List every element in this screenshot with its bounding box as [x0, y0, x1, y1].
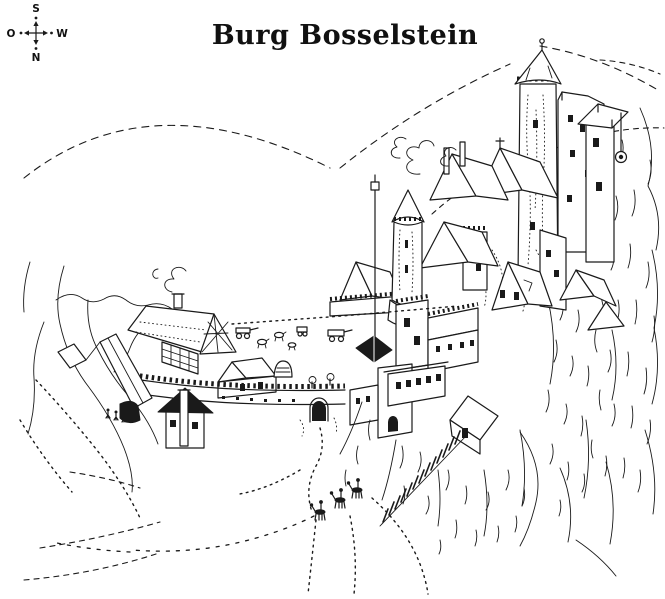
chimney-smoke: [390, 136, 457, 175]
bailey-doorway: [119, 400, 141, 424]
outer-bailey: [57, 333, 153, 424]
wall-shrubs: [308, 373, 335, 389]
castle-rock-spur: [339, 401, 526, 555]
left-valley-terrain: [19, 261, 159, 519]
mid-tower: [395, 299, 429, 371]
foreground-contours: [23, 429, 656, 581]
compass-east-label: O: [7, 28, 16, 40]
compass-rose: S N O W: [7, 3, 69, 64]
rampart-wall: [127, 371, 346, 437]
compass-west-label: W: [56, 28, 68, 40]
carts-and-animals: [235, 326, 353, 378]
haystack: [273, 360, 293, 378]
half-timbered-stable: [127, 266, 237, 375]
small-figures: [105, 408, 127, 423]
lower-ward: [349, 174, 499, 455]
courtyard: [127, 266, 459, 399]
compass-north-label: N: [32, 52, 41, 64]
front-gabled-house: [491, 261, 553, 311]
compass-south-label: S: [32, 3, 40, 15]
window-band-building: [383, 361, 449, 407]
trails: [51, 427, 429, 595]
west-range-roofs: [329, 261, 403, 317]
castle-roof-cluster: [329, 136, 625, 331]
rock-slope-texture: [477, 249, 545, 315]
stable-smoke: [164, 266, 187, 293]
gate-arch: [309, 397, 329, 423]
gate-tower-turret: [179, 389, 189, 447]
riders-on-horseback: [309, 477, 364, 521]
gate-tower: [157, 387, 214, 449]
courtyard-house: [217, 357, 277, 399]
gable-finial-cross: [495, 137, 505, 149]
page-title: Burg Bosselstein: [212, 20, 478, 51]
crane-tower: [577, 103, 629, 263]
palisade-fence: [379, 430, 467, 527]
